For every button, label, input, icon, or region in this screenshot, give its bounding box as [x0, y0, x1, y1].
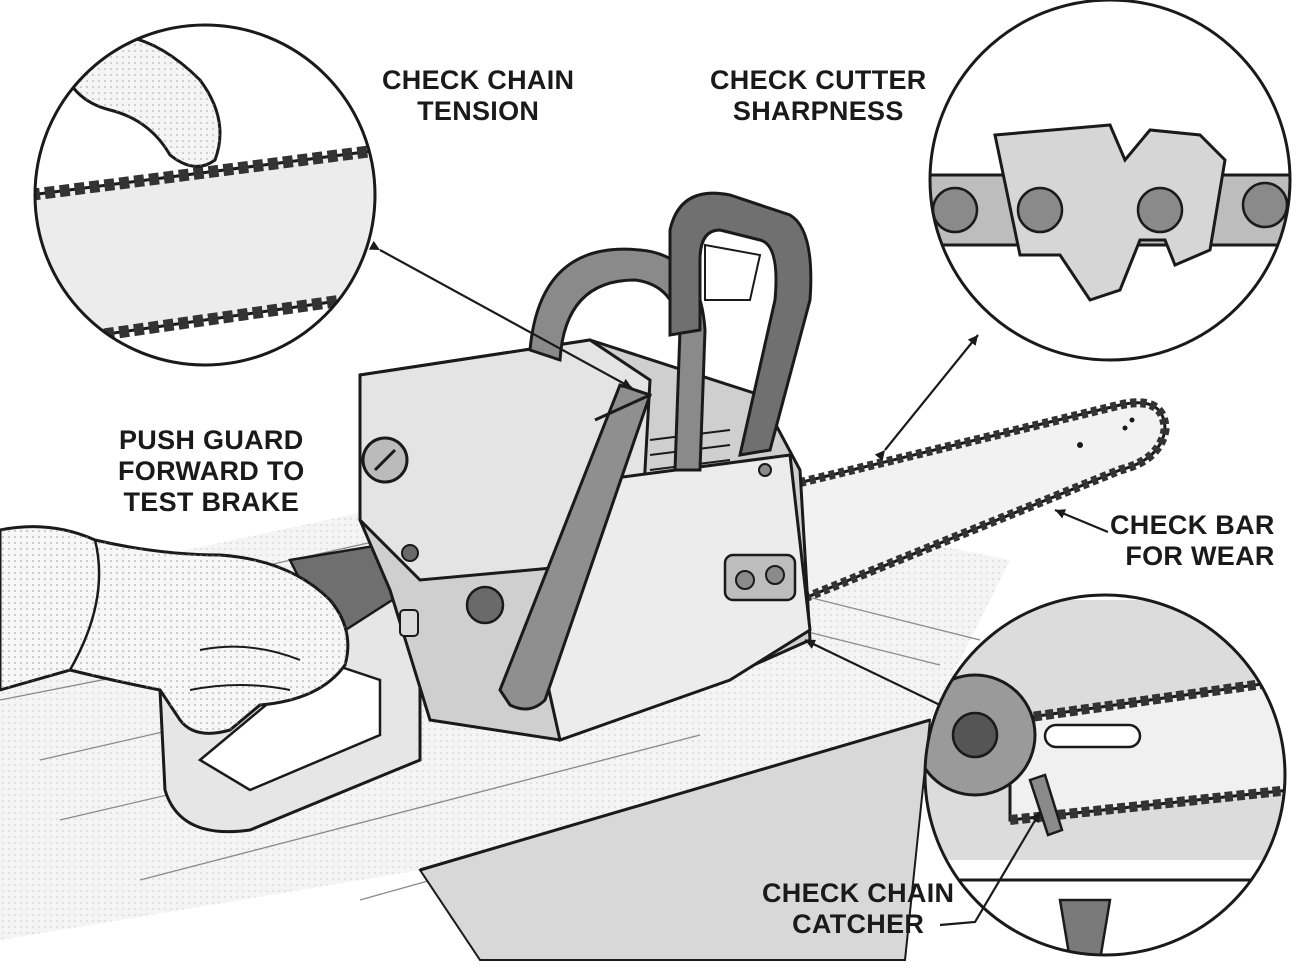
inset-chain-tension: [33, 23, 377, 367]
choke-button: [465, 585, 505, 625]
arrow-cutter-sharpness: [874, 334, 979, 461]
arrow-chain-tension: [368, 240, 633, 389]
arrow-clutch: [804, 639, 941, 706]
guide-bar: [788, 398, 1170, 605]
chain-brake-guard: [668, 191, 813, 457]
inset-cutter-sharpness: [928, 0, 1292, 362]
inset-chain-catcher: [923, 593, 1287, 957]
label-check-chain-catcher: CHECK CHAIN CATCHER: [762, 878, 955, 939]
saw-chain: [788, 398, 1170, 605]
label-check-chain-tension: CHECK CHAIN TENSION: [382, 65, 575, 126]
arrow-chain-catcher: [939, 811, 1041, 927]
label-test-brake: PUSH GUARD FORWARD TO TEST BRAKE: [118, 425, 305, 517]
arrow-bar-wear: [1054, 508, 1109, 534]
handle-bar: [498, 383, 652, 711]
chain-cutter-icon: [930, 123, 1290, 302]
label-check-cutter-sharpness: CHECK CUTTER SHARPNESS: [710, 65, 927, 126]
gloved-hand-icon: [0, 525, 350, 735]
callout-arrows: [368, 240, 1109, 927]
chainsaw: [158, 191, 813, 834]
label-check-bar-wear: CHECK BAR FOR WEAR: [1110, 510, 1275, 571]
chain-catcher-pin: [1028, 773, 1064, 837]
